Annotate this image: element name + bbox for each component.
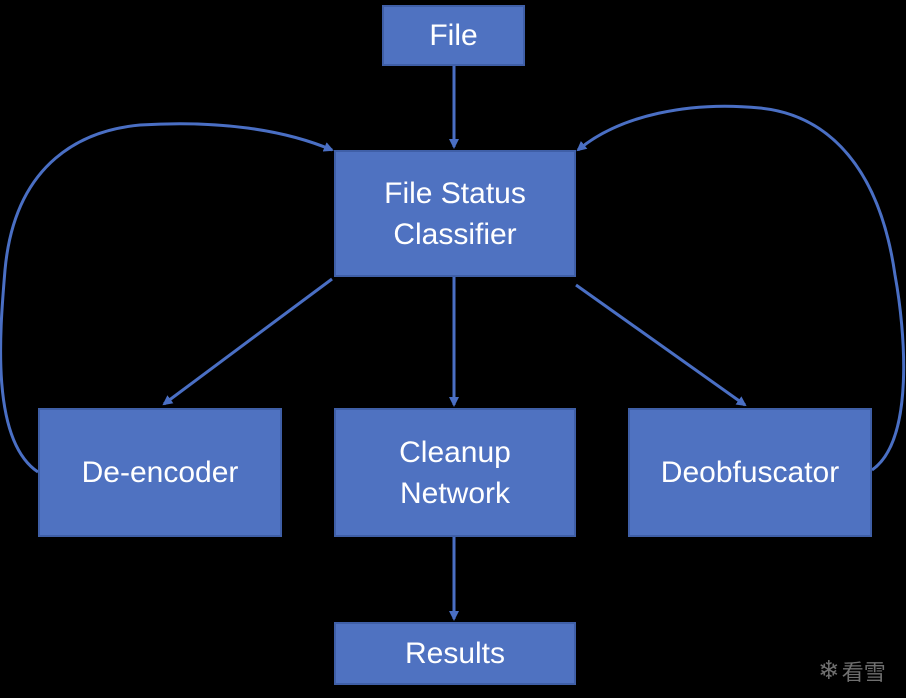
results-node: Results xyxy=(334,622,576,685)
cleanup-label-line-2: Network xyxy=(399,476,511,510)
edge-deobfuscator-loop-to-classifier xyxy=(576,104,906,472)
cleanup-label-line-1: Cleanup xyxy=(399,435,511,469)
deobfuscator-node: Deobfuscator xyxy=(628,408,872,537)
file-node: File xyxy=(382,5,525,66)
classifier-label-line-2: Classifier xyxy=(393,217,517,251)
classifier-label-line-1: File Status xyxy=(384,176,526,210)
edge-classifier-to-deencoder xyxy=(162,277,333,406)
watermark-text: 看雪 xyxy=(841,661,886,686)
edge-classifier-to-deobfuscator xyxy=(575,283,747,407)
deobfuscator-label: Deobfuscator xyxy=(660,456,840,489)
snowflake-icon: ❄ xyxy=(818,656,840,686)
de-encoder-node: De-encoder xyxy=(38,408,282,537)
watermark: ❄ 看雪 xyxy=(818,655,886,687)
results-label: Results xyxy=(404,637,506,670)
edge-deencoder-loop-to-classifier xyxy=(0,122,334,474)
de-encoder-label: De-encoder xyxy=(81,456,239,489)
file-status-classifier-node: File Status Classifier xyxy=(334,150,576,277)
cleanup-network-node: Cleanup Network xyxy=(334,408,576,537)
file-label: File xyxy=(429,19,478,52)
